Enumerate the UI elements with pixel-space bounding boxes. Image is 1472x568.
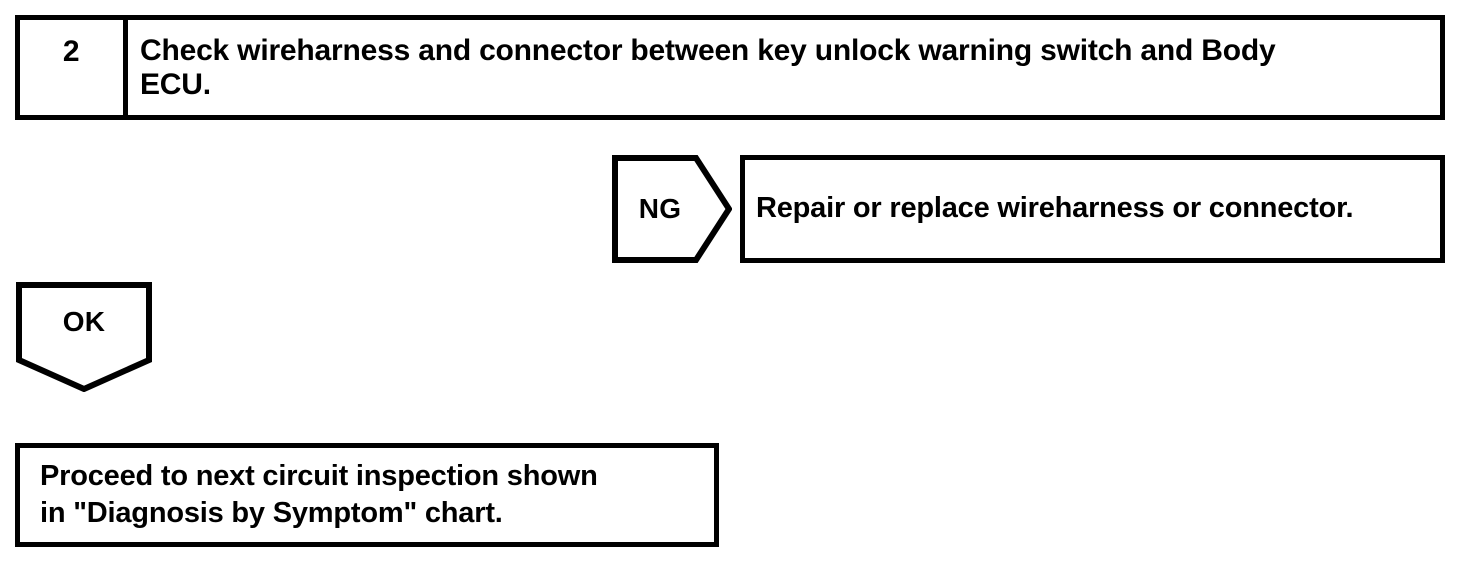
ok-outcome-text: Proceed to next circuit inspection shown… xyxy=(40,459,598,529)
step-instruction-box: 2 Check wireharness and connector betwee… xyxy=(15,15,1445,120)
step-number-cell: 2 xyxy=(20,20,128,115)
ng-pentagon-icon xyxy=(612,155,732,263)
ok-outcome-box: Proceed to next circuit inspection shown… xyxy=(15,443,719,547)
ng-action-box: Repair or replace wireharness or connect… xyxy=(740,155,1445,263)
step-instruction-cell: Check wireharness and connector between … xyxy=(128,20,1440,115)
step-instruction-text: Check wireharness and connector between … xyxy=(140,34,1276,101)
ng-action-text: Repair or replace wireharness or connect… xyxy=(756,192,1354,225)
ng-branch-arrow-shape xyxy=(612,155,732,263)
ng-branch-label: NG xyxy=(638,193,682,224)
ok-branch-label: OK xyxy=(62,306,106,337)
step-number: 2 xyxy=(62,35,81,68)
ok-pentagon-icon xyxy=(16,282,152,392)
ok-branch-arrow-shape xyxy=(16,282,152,392)
